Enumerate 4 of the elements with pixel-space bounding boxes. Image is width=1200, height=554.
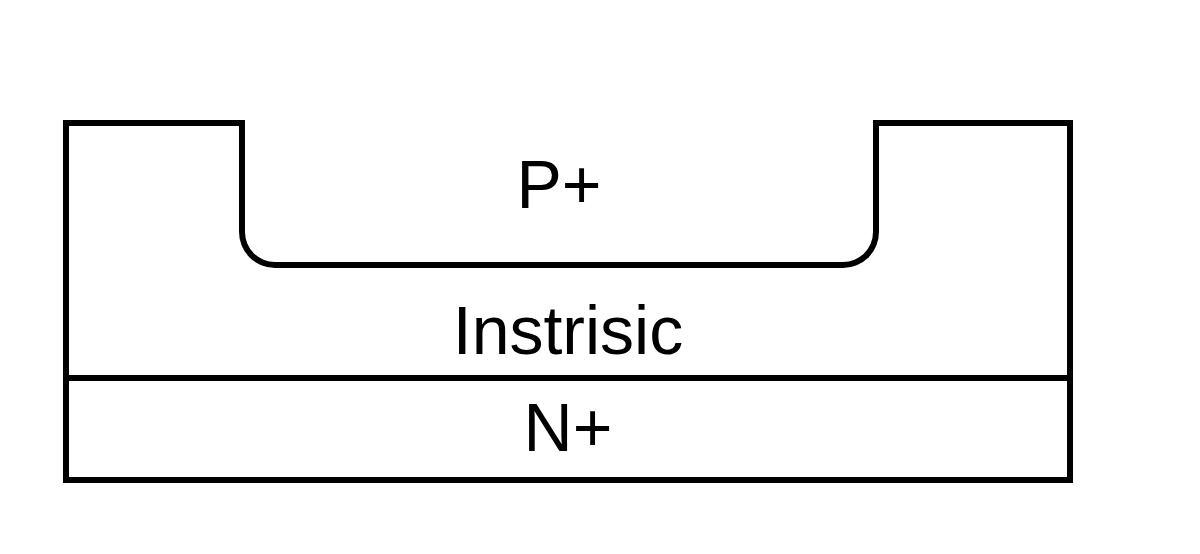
region-label: Instrisic [452, 294, 684, 366]
p-plus-well [239, 120, 879, 268]
region-label: N+ [523, 391, 613, 463]
region-label: P+ [516, 148, 602, 220]
